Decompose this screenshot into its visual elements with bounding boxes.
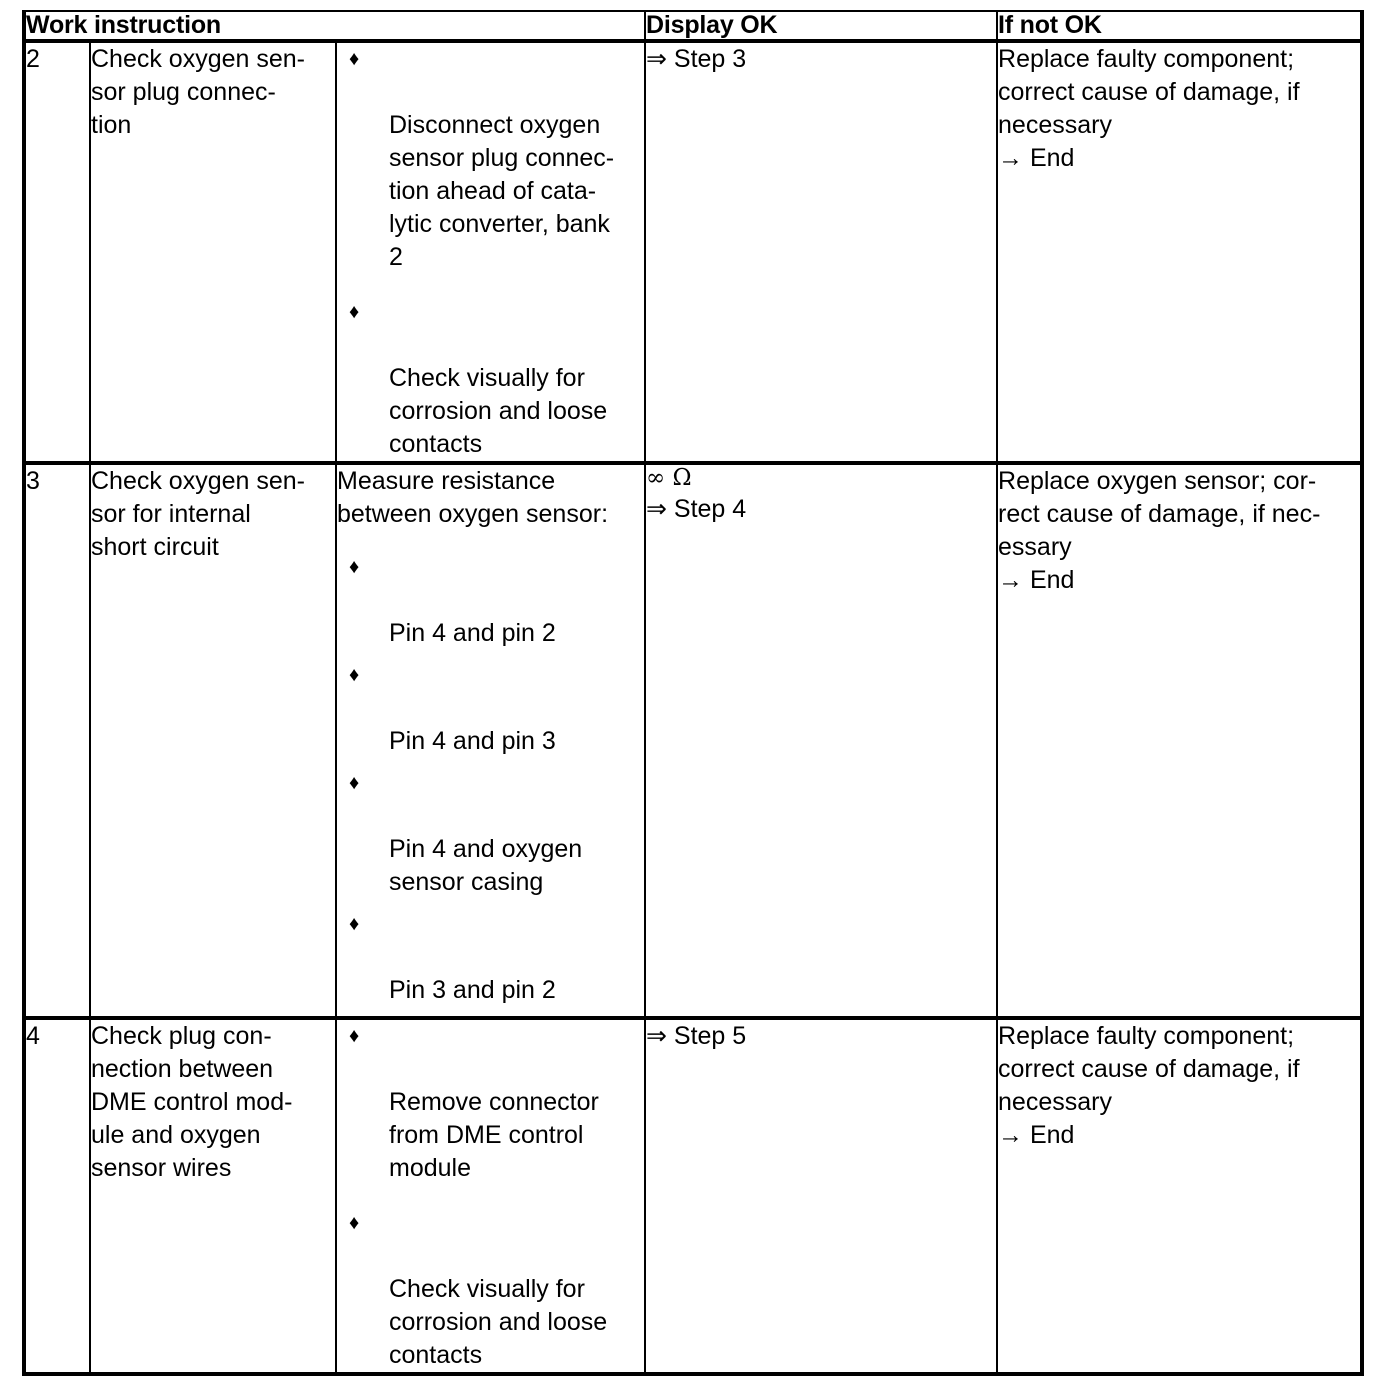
table-row-step-3: 3 Check oxygen sen- sor for internal sho… xyxy=(22,461,1365,1019)
if-not-ok-cell: Replace oxygen sensor; cor- rect cause o… xyxy=(996,461,1365,1019)
list-item: ♦ Disconnect oxygen sensor plug connec- … xyxy=(337,43,644,274)
display-ok-text: ⇒ Step 3 xyxy=(646,45,747,73)
if-not-ok-cell: Replace faulty component; correct cause … xyxy=(996,39,1365,464)
details-cell: ♦ Disconnect oxygen sensor plug connec- … xyxy=(334,39,647,464)
list-item: ♦ Check visually for corrosion and loose… xyxy=(337,296,644,461)
list-item-text: Pin 4 and oxygen sensor casing xyxy=(389,835,583,896)
list-item: ♦ Pin 4 and oxygen sensor casing xyxy=(337,767,644,899)
if-not-ok-cell: Replace faulty component; correct cause … xyxy=(996,1016,1365,1376)
details-bullet-list: ♦ Remove connector from DME control modu… xyxy=(337,1020,644,1372)
display-ok-cell: ∞ Ω ⇒ Step 4 xyxy=(644,461,999,1019)
if-not-ok-text: Replace faulty component; correct cause … xyxy=(998,45,1300,139)
table-row-step-4: 4 Check plug con- nection between DME co… xyxy=(22,1016,1365,1376)
list-item-text: Remove connector from DME control module xyxy=(389,1088,599,1182)
resistance-value-text: ∞ Ω xyxy=(646,465,692,491)
list-item-text: Pin 4 and pin 3 xyxy=(389,727,556,755)
display-ok-text: ⇒ Step 5 xyxy=(646,1022,747,1050)
details-bullet-list: ♦ Pin 4 and pin 2 ♦ Pin 4 and pin 3 ♦ Pi… xyxy=(337,551,644,1007)
header-work-instruction: Work instruction xyxy=(21,10,647,42)
step-number-cell: 3 xyxy=(22,461,91,1019)
if-not-ok-arrow-text: → End xyxy=(998,566,1075,594)
instruction-text: Check oxygen sen- sor for internal short… xyxy=(91,467,306,561)
diamond-bullet-icon: ♦ xyxy=(349,913,360,935)
details-lead-text: Measure resistance between oxygen sensor… xyxy=(337,467,609,528)
details-cell: ♦ Remove connector from DME control modu… xyxy=(334,1016,647,1376)
instruction-cell: Check plug con- nection between DME cont… xyxy=(89,1016,337,1376)
instruction-cell: Check oxygen sen- sor for internal short… xyxy=(89,461,337,1019)
diagnostic-procedure-table: Work instruction Display OK If not OK 2 … xyxy=(21,10,1365,1376)
details-bullet-list: ♦ Disconnect oxygen sensor plug connec- … xyxy=(337,43,644,461)
diamond-bullet-icon: ♦ xyxy=(349,301,360,323)
list-item-text: Disconnect oxygen sensor plug connec- ti… xyxy=(389,111,615,271)
table-row-step-2: 2 Check oxygen sen- sor plug connec- tio… xyxy=(22,39,1365,464)
table-body: 2 Check oxygen sen- sor plug connec- tio… xyxy=(22,39,1365,1376)
list-item-text: Pin 4 and pin 2 xyxy=(389,619,556,647)
list-item-text: Check visually for corrosion and loose c… xyxy=(389,364,608,458)
step-number: 4 xyxy=(26,1022,40,1050)
display-ok-cell: ⇒ Step 3 xyxy=(644,39,999,464)
diamond-bullet-icon: ♦ xyxy=(349,772,360,794)
diamond-bullet-icon: ♦ xyxy=(349,1212,360,1234)
list-item: ♦ Pin 4 and pin 3 xyxy=(337,659,644,758)
display-ok-cell: ⇒ Step 5 xyxy=(644,1016,999,1376)
step-number-cell: 2 xyxy=(22,39,91,464)
if-not-ok-text: Replace oxygen sensor; cor- rect cause o… xyxy=(998,467,1321,561)
instruction-cell: Check oxygen sen- sor plug connec- tion xyxy=(89,39,337,464)
display-ok-text: ⇒ Step 4 xyxy=(646,495,747,524)
step-number: 2 xyxy=(26,45,40,73)
list-item: ♦ Remove connector from DME control modu… xyxy=(337,1020,644,1185)
list-item: ♦ Pin 3 and pin 2 xyxy=(337,908,644,1007)
instruction-text: Check plug con- nection between DME cont… xyxy=(91,1022,293,1182)
if-not-ok-arrow-text: → End xyxy=(998,144,1075,172)
table-header: Work instruction Display OK If not OK xyxy=(21,10,1365,42)
document-page: Work instruction Display OK If not OK 2 … xyxy=(21,10,1365,1376)
list-item-text: Pin 3 and pin 2 xyxy=(389,976,556,1004)
header-display-ok: Display OK xyxy=(644,10,999,42)
if-not-ok-text: Replace faulty component; correct cause … xyxy=(998,1022,1300,1116)
header-row: Work instruction Display OK If not OK xyxy=(21,10,1365,42)
diamond-bullet-icon: ♦ xyxy=(349,664,360,686)
step-number: 3 xyxy=(26,467,40,495)
details-cell: Measure resistance between oxygen sensor… xyxy=(334,461,647,1019)
diamond-bullet-icon: ♦ xyxy=(349,48,360,70)
list-item: ♦ Pin 4 and pin 2 xyxy=(337,551,644,650)
diamond-bullet-icon: ♦ xyxy=(349,1025,360,1047)
diamond-bullet-icon: ♦ xyxy=(349,556,360,578)
list-item-text: Check visually for corrosion and loose c… xyxy=(389,1275,608,1369)
if-not-ok-arrow-text: → End xyxy=(998,1121,1075,1149)
list-item: ♦ Check visually for corrosion and loose… xyxy=(337,1207,644,1372)
instruction-text: Check oxygen sen- sor plug connec- tion xyxy=(91,45,306,139)
step-number-cell: 4 xyxy=(22,1016,91,1376)
header-if-not-ok: If not OK xyxy=(996,10,1365,42)
